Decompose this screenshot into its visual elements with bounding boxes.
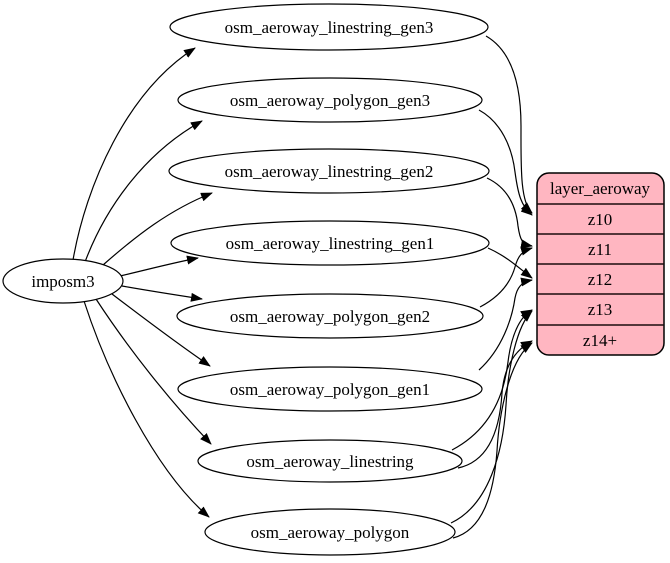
layer-row-z14: z14+	[583, 331, 617, 350]
table-ellipse	[170, 220, 490, 266]
table-label: osm_aeroway_linestring_gen1	[226, 234, 435, 253]
edge-osm-aeroway-linestring-gen1-to-z12	[487, 247, 533, 279]
edges-source-to-tables	[72, 47, 213, 518]
edges-tables-to-layer	[450, 35, 533, 539]
edge-imposm3-to-osm-aeroway-polygon-gen1	[111, 293, 211, 367]
table-ellipse	[177, 366, 483, 412]
node-osm-aeroway-polygon-gen2: osm_aeroway_polygon_gen2	[176, 293, 484, 339]
node-osm-aeroway-polygon-gen3: osm_aeroway_polygon_gen3	[177, 77, 483, 123]
table-label: osm_aeroway_polygon_gen3	[230, 91, 430, 110]
table-ellipse	[168, 148, 490, 194]
layer-row-z11: z11	[588, 240, 612, 259]
table-label: osm_aeroway_linestring_gen2	[225, 162, 434, 181]
table-label: osm_aeroway_polygon_gen1	[230, 380, 430, 399]
edge-osm-aeroway-linestring-to-z14	[457, 340, 533, 469]
node-imposm3: imposm3	[2, 258, 124, 304]
node-osm-aeroway-linestring-gen1: osm_aeroway_linestring_gen1	[170, 220, 490, 266]
table-label: osm_aeroway_polygon	[251, 523, 410, 542]
edge-osm-aeroway-polygon-gen3-to-z10	[478, 109, 533, 216]
layer-row-z12: z12	[588, 270, 613, 289]
edge-imposm3-to-osm-aeroway-polygon	[83, 300, 210, 518]
node-osm-aeroway-linestring-gen3: osm_aeroway_linestring_gen3	[169, 3, 489, 51]
imposm3-label: imposm3	[31, 272, 94, 291]
table-label: osm_aeroway_polygon_gen2	[230, 307, 430, 326]
table-label: osm_aeroway_linestring	[246, 452, 414, 471]
table-ellipse	[197, 439, 463, 483]
edge-imposm3-to-osm-aeroway-linestring-gen3	[72, 47, 196, 261]
imposm3-ellipse	[2, 258, 124, 304]
table-ellipse	[204, 508, 456, 556]
edge-imposm3-to-osm-aeroway-linestring-gen1	[119, 255, 199, 277]
edge-imposm3-to-osm-aeroway-linestring	[95, 298, 212, 445]
edge-osm-aeroway-polygon-gen1-to-z12	[478, 277, 533, 371]
table-ellipse	[169, 3, 489, 51]
table-ellipse	[177, 77, 483, 123]
edge-imposm3-to-osm-aeroway-linestring-gen2	[102, 192, 213, 266]
edge-osm-aeroway-linestring-gen2-to-z11	[486, 177, 533, 249]
node-osm-aeroway-polygon: osm_aeroway_polygon	[204, 508, 456, 556]
edge-osm-aeroway-linestring-gen3-to-z10	[485, 35, 533, 214]
layer-aeroway-title: layer_aeroway	[550, 179, 651, 198]
table-ellipse	[176, 293, 484, 339]
node-osm-aeroway-linestring: osm_aeroway_linestring	[197, 439, 463, 483]
table-label: osm_aeroway_linestring_gen3	[225, 18, 434, 37]
layer-row-z13: z13	[588, 300, 613, 319]
edge-osm-aeroway-polygon-gen2-to-z11	[479, 246, 533, 308]
edge-osm-aeroway-linestring-to-z13	[451, 309, 533, 451]
edge-imposm3-to-osm-aeroway-polygon-gen2	[121, 285, 203, 302]
node-osm-aeroway-polygon-gen1: osm_aeroway_polygon_gen1	[177, 366, 483, 412]
node-osm-aeroway-linestring-gen2: osm_aeroway_linestring_gen2	[168, 148, 490, 194]
edge-imposm3-to-osm-aeroway-polygon-gen3	[84, 120, 203, 263]
edge-osm-aeroway-polygon-to-z14	[452, 342, 533, 539]
edge-osm-aeroway-polygon-to-z13	[450, 310, 533, 524]
node-layer-aeroway: layer_aeroway z10 z11 z12 z13 z14+	[536, 172, 665, 356]
layer-row-z10: z10	[588, 210, 613, 229]
